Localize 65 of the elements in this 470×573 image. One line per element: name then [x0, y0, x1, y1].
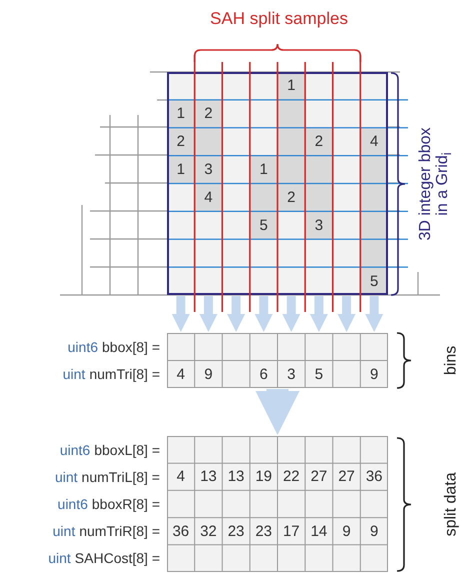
block-arrow — [256, 389, 300, 435]
cell-value: 2 — [204, 106, 213, 122]
vertical-caption: bins — [444, 344, 460, 377]
cell-value: 5 — [260, 218, 268, 233]
block-arrow — [254, 296, 273, 332]
vertical-caption: split data — [444, 470, 460, 538]
array-name: bbox[8] = — [102, 340, 160, 354]
cell-value: 2 — [287, 190, 296, 205]
cell-value: 4 — [370, 134, 378, 150]
type-name: uint — [62, 367, 86, 382]
cell-value: 36 — [172, 524, 190, 539]
type-name: uint — [48, 551, 71, 566]
cell-value: 2 — [314, 134, 324, 150]
array-name: numTri[8] = — [89, 367, 160, 382]
cell-value: 9 — [370, 366, 378, 382]
cell-value: 1 — [260, 162, 268, 178]
cell-value: 4 — [176, 366, 185, 382]
cell-value: 19 — [255, 469, 272, 484]
array-table — [167, 333, 388, 388]
cell-value: 17 — [282, 524, 300, 539]
block-arrow — [282, 296, 300, 332]
block-arrow — [227, 296, 246, 332]
type-name: uint6 — [60, 442, 90, 457]
cell-value: 23 — [228, 524, 244, 539]
cell-value: 4 — [176, 469, 185, 484]
block-arrow — [338, 296, 356, 332]
cell-value: 2 — [176, 134, 185, 150]
cell-value: 13 — [228, 469, 244, 484]
array-name: bboxR[8] = — [92, 497, 160, 511]
array-table — [167, 436, 388, 572]
cell-value: 23 — [255, 524, 272, 539]
type-name: uint6 — [68, 340, 98, 354]
array-name: numTriL[8] = — [82, 470, 160, 484]
cell-value: 32 — [200, 524, 217, 539]
cell-value: 6 — [260, 366, 268, 382]
cell-value: 5 — [314, 366, 324, 382]
array-name: numTriR[8] = — [79, 524, 160, 538]
cell-value: 4 — [204, 190, 213, 205]
type-name: uint — [52, 524, 76, 538]
cell-value: 22 — [282, 469, 300, 484]
block-arrow — [199, 296, 218, 332]
type-name: uint6 — [58, 497, 88, 511]
block-arrow — [365, 296, 384, 332]
grid-box — [167, 72, 388, 295]
array-name: SAHCost[8] = — [74, 551, 160, 566]
cell-value: 9 — [370, 524, 378, 539]
heading: SAH split samples — [210, 10, 348, 26]
cell-value: 27 — [338, 469, 355, 484]
cell-value: 9 — [204, 366, 213, 382]
block-arrow — [310, 296, 328, 332]
cell-value: 1 — [176, 162, 185, 178]
block-arrow — [172, 296, 190, 332]
cell-value: 9 — [342, 524, 351, 539]
cell-value: 14 — [310, 524, 328, 539]
array-name: bboxL[8] = — [94, 442, 160, 457]
cell-value: 3 — [314, 218, 324, 233]
cell-value: 3 — [287, 366, 296, 382]
cell-value: 27 — [310, 469, 328, 484]
cell-value: 1 — [287, 78, 296, 94]
type-name: uint — [54, 470, 78, 484]
cell-value: 36 — [366, 469, 383, 484]
cell-value: 13 — [200, 469, 217, 484]
cell-value: 3 — [204, 162, 213, 178]
cell-value: 1 — [176, 106, 185, 122]
cell-value: 5 — [370, 274, 378, 289]
